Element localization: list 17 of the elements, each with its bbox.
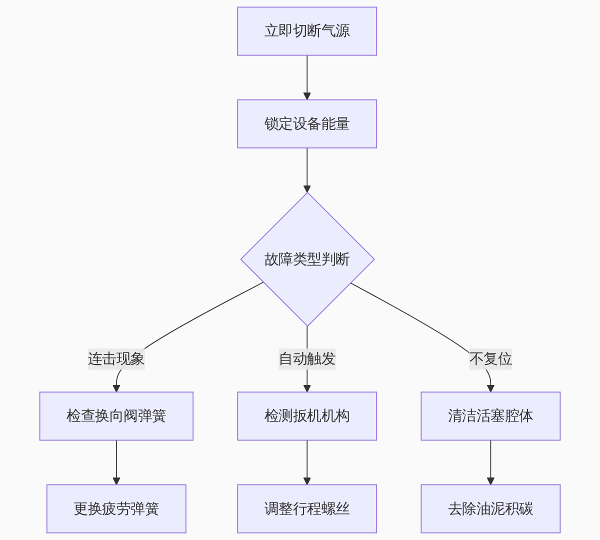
edge-label: 不复位	[469, 350, 512, 368]
arrow	[303, 54, 312, 100]
node-box: 检测扳机机构	[237, 392, 378, 441]
node-box: 清洁活塞腔体	[420, 392, 561, 441]
arrow	[486, 440, 495, 486]
node-box: 检查换向阀弹簧	[39, 392, 194, 441]
node-box: 调整行程螺丝	[237, 484, 378, 534]
node-box: 立即切断气源	[237, 6, 378, 56]
arrow	[303, 440, 312, 486]
arrow	[112, 440, 120, 486]
node-box: 更换疲劳弹簧	[46, 484, 186, 534]
arrow	[303, 147, 312, 193]
node-box: 去除油泥积碳	[420, 484, 561, 534]
edge-label: 连击现象	[88, 350, 145, 368]
node-box: 锁定设备能量	[237, 99, 378, 148]
edge-label: 自动触发	[278, 350, 336, 368]
node-diamond: 故障类型判断	[240, 192, 376, 327]
